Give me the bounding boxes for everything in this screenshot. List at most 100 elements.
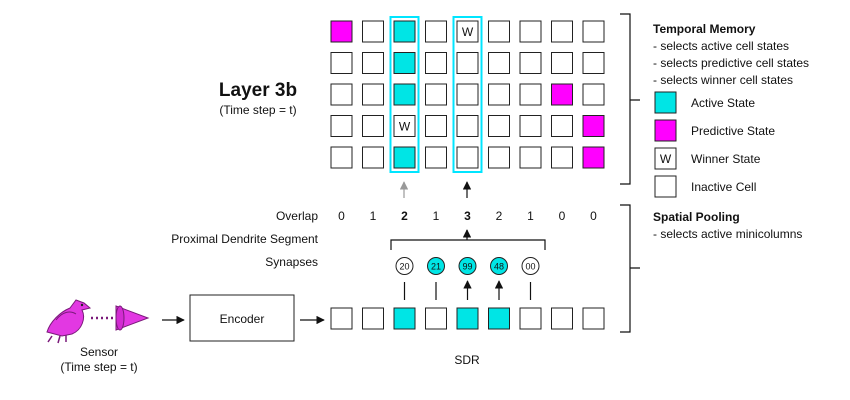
sdr-bit-on — [393, 307, 416, 330]
cell-inactive — [551, 146, 573, 169]
cell-inactive — [582, 20, 605, 43]
active-column-highlights — [389, 16, 483, 173]
cell-inactive — [519, 52, 542, 74]
spatial-pooling-brace — [620, 204, 640, 333]
temporal-memory-line: - selects predictive cell states — [653, 56, 809, 70]
cell-inactive — [488, 83, 510, 106]
cell-inactive — [551, 52, 573, 74]
overlap-value: 0 — [338, 209, 345, 223]
sensor-sublabel: (Time step = t) — [60, 360, 137, 374]
layer-subtitle: (Time step = t) — [219, 103, 296, 117]
encoder-box — [189, 294, 295, 342]
active-column-highlight — [389, 16, 420, 173]
synapse-value: 48 — [494, 262, 504, 272]
overlap-value: 3 — [464, 209, 471, 223]
cell-inactive — [425, 115, 447, 137]
cell-inactive — [488, 52, 510, 74]
eye-sensor-icon — [115, 305, 150, 331]
layer-title: Layer 3b — [219, 80, 297, 101]
cell-inactive — [488, 115, 510, 137]
overlap-value: 2 — [496, 209, 503, 223]
legend-swatch-inactive — [654, 175, 677, 198]
spatial-pooling-title: Spatial Pooling — [653, 210, 740, 224]
legend-label: Active State — [691, 96, 755, 110]
sdr-bit-off — [582, 307, 605, 330]
cell-active — [393, 52, 416, 74]
cell-inactive — [488, 146, 510, 169]
cell-winner — [456, 20, 479, 43]
cell-inactive — [456, 115, 479, 137]
cell-inactive — [456, 146, 479, 169]
sdr-bit-off — [362, 307, 384, 330]
legend-swatch-active — [654, 91, 677, 114]
proximal-label: Proximal Dendrite Segment — [171, 232, 318, 246]
minicolumn-grid: WW — [330, 20, 605, 169]
cell-inactive — [330, 83, 353, 106]
synapses-label: Synapses — [265, 255, 318, 269]
cell-inactive — [456, 83, 479, 106]
cell-winner — [393, 115, 416, 137]
temporal-memory-lines: - selects active cell states - selects pr… — [653, 39, 809, 87]
sdr-bit-off — [330, 307, 353, 330]
cell-active — [393, 20, 416, 43]
cell-inactive — [330, 146, 353, 169]
synapse-circle — [521, 257, 540, 275]
overlap-label: Overlap — [276, 209, 318, 223]
synapse-circle — [458, 257, 477, 275]
cell-inactive — [519, 115, 542, 137]
cell-inactive — [488, 20, 510, 43]
cell-inactive — [425, 83, 447, 106]
cell-predictive — [582, 146, 605, 169]
cell-inactive — [425, 52, 447, 74]
legend-winner-mark: W — [660, 152, 672, 166]
proximal-bracket — [390, 230, 546, 250]
cell-inactive — [519, 20, 542, 43]
sdr-bit-off — [425, 307, 447, 330]
cell-inactive — [582, 83, 605, 106]
encoder-label: Encoder — [220, 312, 265, 326]
temporal-memory-line: - selects winner cell states — [653, 73, 793, 87]
temporal-memory-title: Temporal Memory — [653, 22, 756, 36]
overlap-value: 1 — [527, 209, 534, 223]
sdr-bit-on — [488, 307, 510, 330]
sdr-bit-off — [551, 307, 573, 330]
cell-inactive — [582, 52, 605, 74]
overlap-value: 1 — [370, 209, 377, 223]
legend-swatch-predictive — [654, 119, 677, 142]
synapse-value: 20 — [399, 262, 409, 272]
synapse-circle — [427, 257, 445, 275]
legend-label: Winner State — [691, 152, 761, 166]
cell-inactive — [425, 146, 447, 169]
synapse-value: 00 — [525, 262, 535, 272]
synapse-circle — [395, 257, 414, 275]
legend-swatch-winner — [654, 147, 677, 170]
bird-icon — [46, 299, 92, 344]
cell-inactive — [330, 52, 353, 74]
sdr-bit-on — [456, 307, 479, 330]
overlap-value: 0 — [559, 209, 566, 223]
cell-active — [393, 146, 416, 169]
cell-predictive — [582, 115, 605, 137]
cell-inactive — [330, 115, 353, 137]
cell-inactive — [362, 115, 384, 137]
cell-inactive — [362, 20, 384, 43]
cell-predictive — [330, 20, 353, 43]
winner-mark: W — [462, 25, 474, 39]
synapse-value: 99 — [462, 262, 472, 272]
temporal-memory-line: - selects active cell states — [653, 39, 789, 53]
cell-active — [393, 83, 416, 106]
winner-mark: W — [399, 120, 411, 134]
cell-inactive — [551, 20, 573, 43]
spatial-pooling-lines: - selects active minicolumns — [653, 227, 802, 241]
synapse-circle — [490, 257, 508, 275]
overlap-value: 1 — [433, 209, 440, 223]
cell-inactive — [362, 83, 384, 106]
sdr-bit-off — [519, 307, 542, 330]
cell-inactive — [362, 146, 384, 169]
cell-inactive — [456, 52, 479, 74]
temporal-memory-brace — [620, 13, 640, 185]
legend-label: Inactive Cell — [691, 180, 756, 194]
